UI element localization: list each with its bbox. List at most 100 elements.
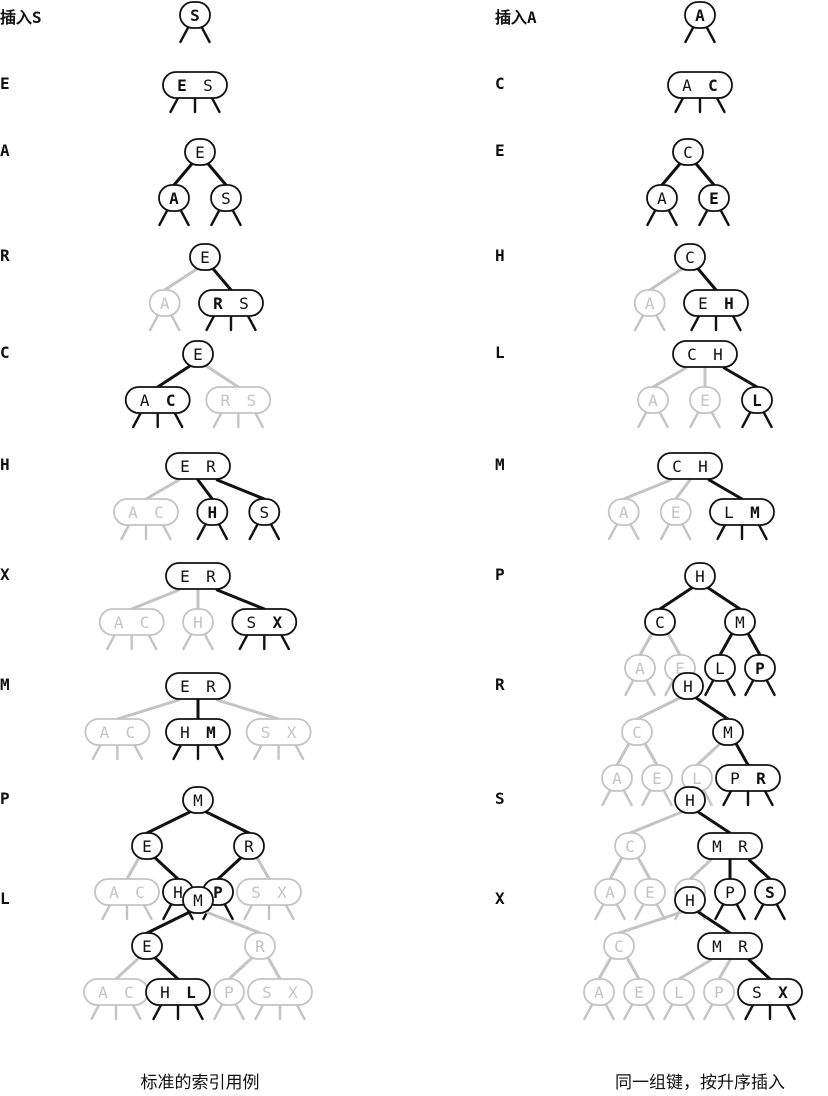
two-node xyxy=(703,978,735,1006)
null-link xyxy=(741,410,752,429)
null-link xyxy=(248,522,259,541)
node-key: X xyxy=(288,983,298,1002)
node-key: M xyxy=(712,937,722,956)
node-key: E xyxy=(180,677,190,696)
node-key: E xyxy=(652,769,662,788)
step-key-label: 插入A xyxy=(495,8,537,27)
node-key: A xyxy=(695,6,705,25)
null-link xyxy=(710,410,721,429)
null-link xyxy=(785,1002,796,1021)
node-key: X xyxy=(287,723,297,742)
tree-link xyxy=(628,810,684,835)
two-node xyxy=(179,1,211,29)
null-link xyxy=(169,95,180,114)
null-link xyxy=(234,1002,245,1021)
two-node xyxy=(663,978,695,1006)
null-link xyxy=(583,1002,594,1021)
null-link xyxy=(131,1002,142,1021)
null-link xyxy=(142,902,153,921)
null-link xyxy=(210,95,221,114)
node-key: M xyxy=(712,837,722,856)
null-link xyxy=(132,742,144,761)
two-node xyxy=(621,718,653,746)
caption-left: 标准的索引用例 xyxy=(140,1073,260,1093)
null-link xyxy=(604,1002,615,1021)
node-key: E xyxy=(634,983,644,1002)
null-link xyxy=(775,902,786,921)
step-key-label: E xyxy=(0,74,10,93)
node-key: P xyxy=(755,659,765,678)
step-key-label: M xyxy=(495,455,505,474)
two-node xyxy=(148,289,181,317)
step-key-label: X xyxy=(0,565,10,584)
tree-link xyxy=(707,478,744,501)
tree-link xyxy=(677,958,713,981)
two-node xyxy=(689,386,721,414)
null-link xyxy=(101,902,112,921)
two-node xyxy=(158,184,190,212)
node-key: L xyxy=(692,769,702,788)
null-link xyxy=(148,313,160,332)
node-key: S xyxy=(765,883,775,902)
node-key: C xyxy=(614,937,624,956)
null-link xyxy=(158,208,169,227)
node-key: S xyxy=(221,189,231,208)
two-node xyxy=(182,886,214,914)
null-link xyxy=(633,313,645,332)
null-link xyxy=(601,788,612,807)
node-key: C xyxy=(655,613,665,632)
node-key: S xyxy=(261,723,271,742)
node-key: C xyxy=(166,391,176,410)
null-link xyxy=(690,313,701,332)
tree-link xyxy=(695,742,722,767)
node-key: A xyxy=(619,503,629,522)
node-key: R xyxy=(206,677,216,696)
node-key: R xyxy=(738,937,748,956)
two-node xyxy=(623,978,655,1006)
null-link xyxy=(659,522,671,541)
node-key: R xyxy=(756,769,766,788)
tree-link xyxy=(696,267,718,292)
tree-link xyxy=(216,856,243,881)
three-node xyxy=(715,764,781,792)
node-key: C xyxy=(126,723,136,742)
two-node xyxy=(744,654,776,682)
two-node xyxy=(131,832,163,860)
node-key: E xyxy=(698,294,708,313)
node-key: L xyxy=(674,983,684,1002)
three-node xyxy=(231,608,298,636)
null-link xyxy=(623,1002,634,1021)
three-node xyxy=(709,498,775,526)
node-key: S xyxy=(190,6,200,25)
null-link xyxy=(689,410,700,429)
tree-link xyxy=(206,162,228,187)
node-key: H xyxy=(173,883,183,902)
three-node xyxy=(165,672,231,700)
two-node xyxy=(633,289,666,317)
two-node xyxy=(614,832,646,860)
step-key-label: R xyxy=(495,675,505,694)
three-node xyxy=(98,608,165,636)
node-key: E xyxy=(195,143,205,162)
null-link xyxy=(744,1002,755,1021)
tree-link xyxy=(597,956,613,981)
node-key: P xyxy=(730,769,740,788)
node-key: E xyxy=(700,391,710,410)
null-link xyxy=(725,678,736,697)
null-link xyxy=(719,208,730,227)
two-node xyxy=(583,978,615,1006)
two-node xyxy=(182,608,214,636)
null-link xyxy=(120,522,131,541)
caption-right: 同一组键，按升序插入 xyxy=(615,1073,785,1093)
null-link xyxy=(179,208,190,227)
node-key: H xyxy=(695,567,705,586)
three-node xyxy=(113,498,179,526)
step-key-label: C xyxy=(495,74,505,93)
null-link xyxy=(641,788,652,807)
node-key: H xyxy=(713,345,723,364)
node-key: C xyxy=(124,983,134,1002)
tree-link xyxy=(718,632,734,657)
